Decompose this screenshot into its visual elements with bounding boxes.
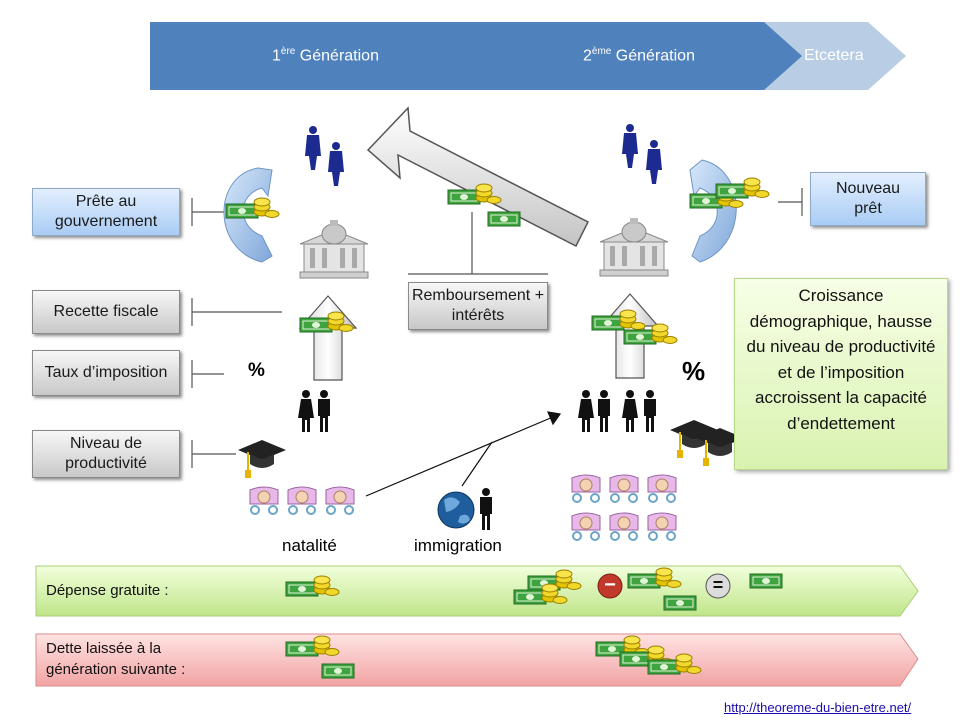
gen1-label: 1ère Génération <box>272 46 379 65</box>
money-icon <box>663 595 697 611</box>
depense-row-bg <box>35 565 919 617</box>
percent-right: % <box>682 356 706 386</box>
minus-sign: − <box>604 574 616 596</box>
remboursement-label: Remboursement + intérêts <box>408 282 548 330</box>
chevron-etcetera <box>764 22 906 90</box>
investors-right-icon <box>622 124 662 184</box>
couples-right-icon <box>578 390 656 432</box>
equals-sign: = <box>712 575 724 595</box>
natalite-caption: natalité <box>282 536 337 555</box>
chevron-gen1 <box>150 22 500 90</box>
tax-arrow-left <box>298 295 358 381</box>
prams-right-icon <box>571 474 677 541</box>
prete-label: Prête au gouvernement <box>32 188 180 236</box>
connector-lines <box>191 188 803 468</box>
source-link[interactable]: http://theoreme-du-bien-etre.net/ <box>724 700 912 715</box>
globe-icon <box>437 491 475 529</box>
prams-left-icon <box>249 486 355 515</box>
repayment-arrow <box>366 106 590 248</box>
money-icon <box>749 573 783 589</box>
minus-icon <box>597 573 623 599</box>
money-icon <box>321 663 355 679</box>
government-right-icon <box>599 217 669 277</box>
dette-label: Dette laissée à la génération suivante : <box>46 640 186 678</box>
loan-arc-right <box>689 159 737 263</box>
investors-left-icon <box>305 126 344 186</box>
money-icon <box>487 211 521 227</box>
couple-left-icon <box>298 390 330 432</box>
gen2-label: 2ème Génération <box>583 46 695 65</box>
immigration-caption: immigration <box>414 536 502 555</box>
equals-icon <box>705 573 731 599</box>
graduation-cap-icon <box>237 439 287 479</box>
government-left-icon <box>299 219 369 279</box>
taux-label: Taux d’imposition <box>32 350 180 396</box>
percent-left: % <box>248 360 265 381</box>
recette-label: Recette fiscale <box>32 290 180 334</box>
niveau-label: Niveau de productivité <box>32 430 180 478</box>
immigration-arrow <box>365 411 562 497</box>
nouveau-label: Nouveau prêt <box>810 172 926 226</box>
chevron-gen2 <box>456 22 808 90</box>
etcetera-label: Etcetera <box>804 47 864 64</box>
growth-callout: Croissance démographique, hausse du nive… <box>734 278 948 470</box>
depense-label: Dépense gratuite : <box>46 582 169 599</box>
traveller-icon <box>480 488 492 530</box>
loan-arc-left <box>223 167 273 263</box>
